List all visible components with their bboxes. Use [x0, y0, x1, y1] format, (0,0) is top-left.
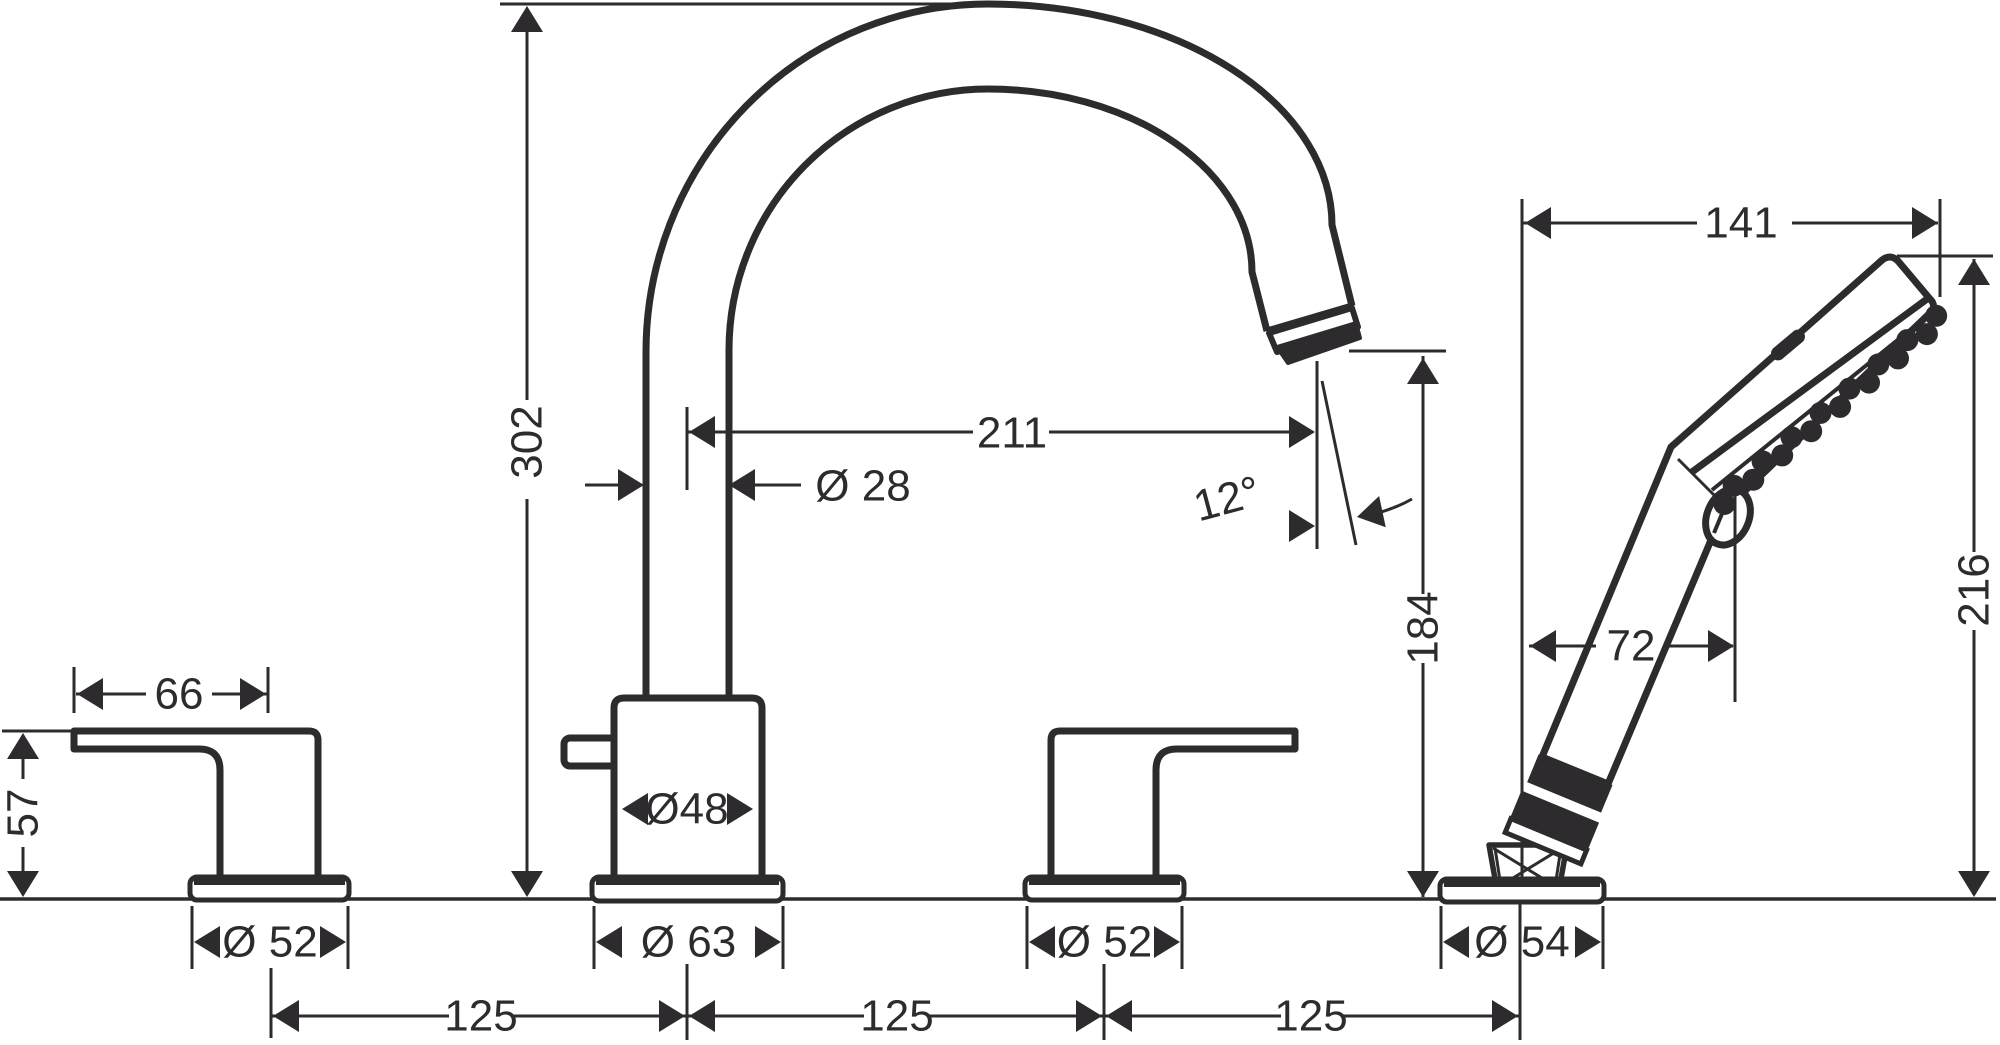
svg-text:Ø 63: Ø 63	[641, 918, 736, 967]
svg-text:211: 211	[977, 409, 1047, 458]
svg-text:125: 125	[444, 992, 517, 1041]
svg-text:Ø 52: Ø 52	[222, 918, 317, 967]
svg-text:72: 72	[1607, 622, 1656, 671]
svg-text:Ø 28: Ø 28	[815, 462, 910, 511]
svg-text:Ø 52: Ø 52	[1057, 918, 1152, 967]
svg-text:125: 125	[860, 992, 933, 1041]
svg-text:141: 141	[1704, 199, 1777, 248]
svg-text:216: 216	[1950, 553, 1999, 626]
svg-text:184: 184	[1399, 591, 1448, 664]
svg-text:Ø 54: Ø 54	[1474, 918, 1569, 967]
svg-text:Ø48: Ø48	[645, 785, 728, 834]
svg-text:57: 57	[0, 789, 48, 838]
svg-text:302: 302	[503, 405, 552, 478]
svg-text:125: 125	[1274, 992, 1347, 1041]
svg-text:66: 66	[155, 670, 204, 719]
